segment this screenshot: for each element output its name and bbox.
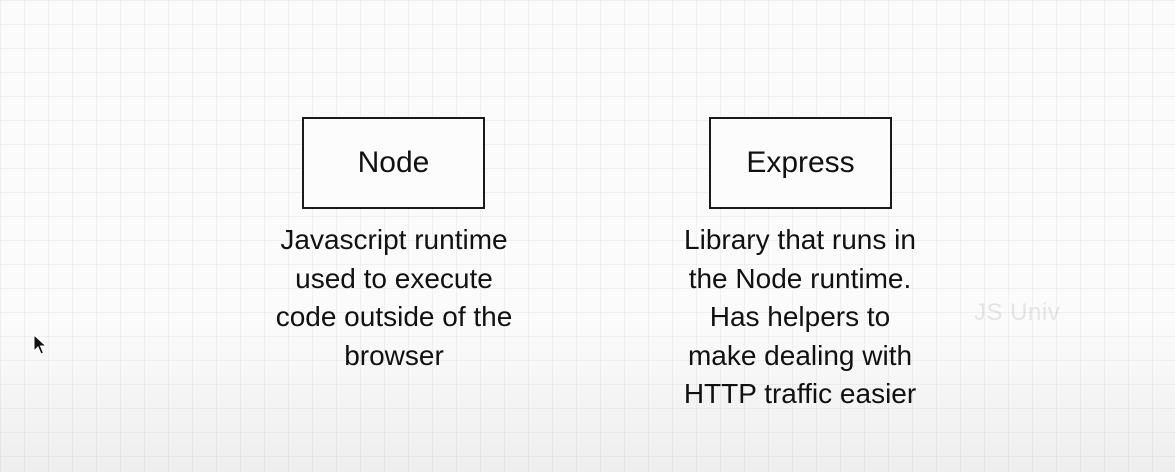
express-box-label: Express bbox=[746, 146, 855, 179]
node-description: Javascript runtime used to execute code … bbox=[275, 224, 513, 371]
express-description: Library that runs in the Node runtime. H… bbox=[683, 224, 917, 409]
watermark-text: JS Univ bbox=[974, 299, 1061, 326]
bottom-shade bbox=[0, 322, 1175, 472]
node-box-label: Node bbox=[357, 146, 430, 179]
express-box: Express bbox=[709, 117, 892, 209]
node-box: Node bbox=[302, 117, 485, 209]
mouse-pointer-icon bbox=[33, 334, 47, 355]
